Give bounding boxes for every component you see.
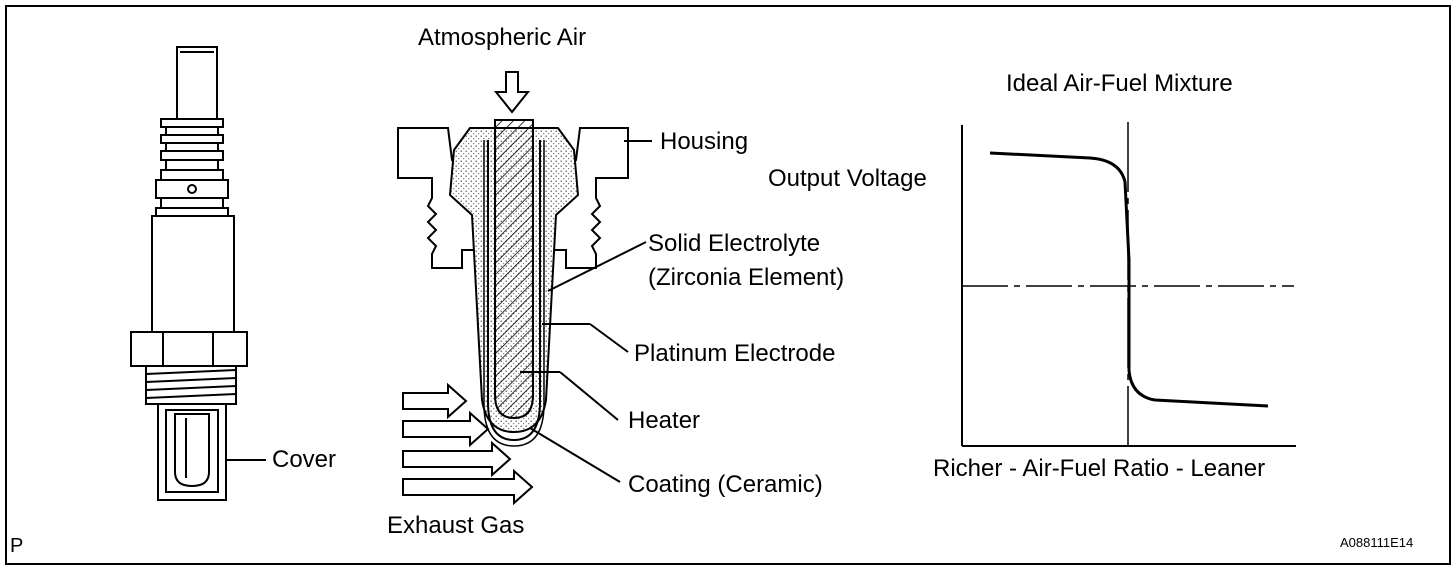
air-arrow — [493, 71, 531, 114]
heater-element — [494, 119, 534, 420]
sensor-threads — [145, 369, 237, 399]
sensor-body — [130, 46, 248, 405]
label-platinum-electrode: Platinum Electrode — [634, 340, 836, 367]
label-heater: Heater — [628, 407, 701, 434]
sensor-cover — [157, 403, 227, 501]
label-solid-electrolyte: Solid Electrolyte — [648, 230, 821, 257]
graph-title: Ideal Air-Fuel Mixture — [1006, 70, 1233, 97]
electrode-layers — [487, 140, 541, 442]
label-exhaust-gas: Exhaust Gas — [387, 512, 525, 539]
label-atmospheric-air: Atmospheric Air — [418, 24, 587, 51]
output-voltage-curve — [989, 151, 1269, 408]
figure-frame — [5, 5, 1451, 565]
label-housing: Housing — [660, 128, 749, 155]
leader-lines — [520, 140, 652, 483]
label-zirconia-element: (Zirconia Element) — [648, 264, 845, 291]
exhaust-arrows — [402, 382, 534, 506]
label-coating: Coating (Ceramic) — [628, 471, 823, 498]
figure-code: A088111E14 — [1340, 535, 1414, 550]
graph-x-label: Richer - Air-Fuel Ratio - Leaner — [933, 455, 1266, 482]
corner-mark: P — [10, 535, 24, 557]
graph-y-label: Output Voltage — [768, 165, 927, 192]
label-cover: Cover — [272, 446, 337, 473]
